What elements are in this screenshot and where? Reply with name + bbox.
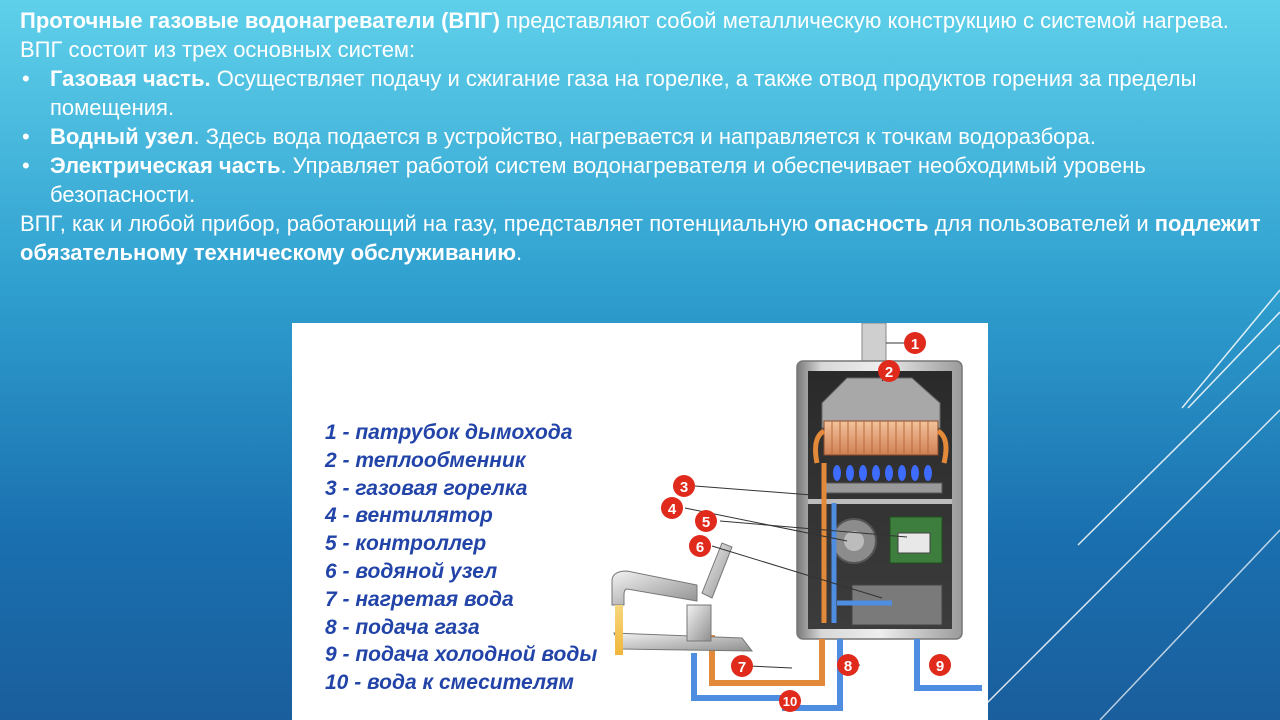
system-item: Газовая часть. Осуществляет подачу и сжи… — [20, 64, 1270, 122]
heater-illustration: 1 2 3 4 5 6 7 8 9 10 — [611, 323, 982, 712]
legend-item: 1 - патрубок дымохода — [325, 421, 573, 444]
legend-item: 7 - нагретая вода — [325, 587, 514, 611]
heat-exchanger — [823, 420, 939, 456]
conclusion-paragraph: ВПГ, как и любой прибор, работающий на г… — [20, 209, 1270, 267]
callout-label: 6 — [696, 539, 704, 556]
intro-text: представляют собой металлическую констру… — [499, 8, 1229, 33]
callout-markers: 1 2 3 4 5 6 7 8 9 10 — [661, 332, 951, 712]
callout-10: 10 — [779, 690, 801, 712]
legend-item: 10 - вода к смесителям — [325, 671, 574, 695]
callout-label: 8 — [844, 658, 852, 675]
callout-label: 9 — [936, 658, 944, 675]
callout-label: 7 — [738, 659, 746, 676]
system-text: Осуществляет подачу и сжигание газа на г… — [50, 66, 1197, 120]
slide-text: Проточные газовые водонагреватели (ВПГ) … — [20, 6, 1270, 267]
system-item: Электрическая часть. Управляет работой с… — [20, 151, 1270, 209]
flue-pipe — [861, 323, 887, 368]
burner-flames — [833, 465, 932, 481]
gas-burner — [821, 482, 943, 494]
legend-item: 4 - вентилятор — [325, 504, 493, 528]
systems-list: Газовая часть. Осуществляет подачу и сжи… — [20, 64, 1270, 209]
systems-heading: ВПГ состоит из трех основных систем: — [20, 37, 416, 62]
system-text: . Здесь вода подается в устройство, нагр… — [193, 124, 1096, 149]
conclusion-maintenance: подлежит обязательному техническому обсл… — [20, 211, 1261, 265]
callout-6: 6 — [689, 535, 711, 557]
callout-label: 5 — [702, 514, 710, 531]
legend-item: 6 - водяной узел — [325, 559, 498, 583]
legend-item: 9 - подача холодной воды — [325, 643, 598, 667]
cold-water-pipe — [914, 639, 982, 691]
callout-label: 4 — [668, 501, 677, 518]
system-title: Электрическая часть — [50, 153, 281, 178]
callout-label: 10 — [783, 694, 797, 709]
conclusion-danger: опасность — [814, 211, 929, 236]
mixer-pipe — [691, 653, 792, 701]
callout-2: 2 — [878, 360, 900, 382]
callout-1: 1 — [904, 332, 926, 354]
callout-7: 7 — [731, 655, 753, 677]
legend-item: 8 - подача газа — [325, 615, 480, 639]
copper-coil — [813, 428, 949, 464]
system-title: Водный узел — [50, 124, 194, 149]
callout-4: 4 — [661, 497, 683, 519]
legend-item: 3 - газовая горелка — [325, 476, 528, 500]
callout-5: 5 — [695, 510, 717, 532]
heater-diagram: 1 - патрубок дымохода 2 - теплообменник … — [292, 323, 988, 720]
conclusion-text: для пользователей и — [928, 211, 1155, 236]
exhaust-hood — [821, 377, 941, 429]
callout-3: 3 — [673, 475, 695, 497]
conclusion-text: ВПГ, как и любой прибор, работающий на г… — [20, 211, 815, 236]
callout-label: 3 — [680, 479, 688, 496]
callout-label: 2 — [885, 364, 893, 381]
callout-9: 9 — [929, 654, 951, 676]
legend-item: 5 - контроллер — [325, 532, 487, 556]
callout-8: 8 — [837, 654, 859, 676]
conclusion-text: . — [516, 240, 523, 265]
callout-label: 1 — [911, 336, 919, 353]
diagram-legend: 1 - патрубок дымохода 2 - теплообменник … — [325, 419, 597, 697]
faucet — [611, 542, 754, 655]
legend-item: 2 - теплообменник — [325, 448, 526, 472]
system-item: Водный узел. Здесь вода подается в устро… — [20, 122, 1270, 151]
intro-paragraph: Проточные газовые водонагреватели (ВПГ) … — [20, 6, 1270, 35]
system-text: . Управляет работой систем водонагревате… — [50, 153, 1146, 207]
system-title: Газовая часть. — [50, 66, 211, 91]
intro-strong: Проточные газовые водонагреватели (ВПГ) — [20, 8, 500, 33]
